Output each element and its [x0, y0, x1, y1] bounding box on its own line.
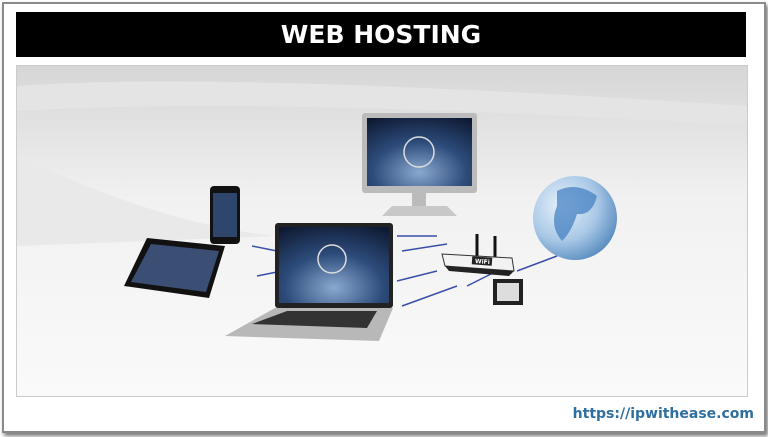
external-drive-icon — [493, 279, 523, 305]
laptop-icon — [225, 223, 393, 341]
network-lines — [251, 235, 558, 307]
site-url[interactable]: https://ipwithease.com — [572, 406, 754, 422]
smartphone-icon — [210, 186, 240, 244]
title-text: WEB HOSTING — [280, 20, 482, 49]
page-title: WEB HOSTING — [16, 12, 746, 57]
wifi-router-icon: WiFi — [441, 234, 515, 276]
router-label: WiFi — [475, 258, 490, 266]
hero-illustration: WiFi — [16, 65, 748, 397]
globe-icon — [533, 176, 617, 260]
tablet-icon — [124, 238, 225, 298]
monitor-icon — [362, 113, 477, 216]
